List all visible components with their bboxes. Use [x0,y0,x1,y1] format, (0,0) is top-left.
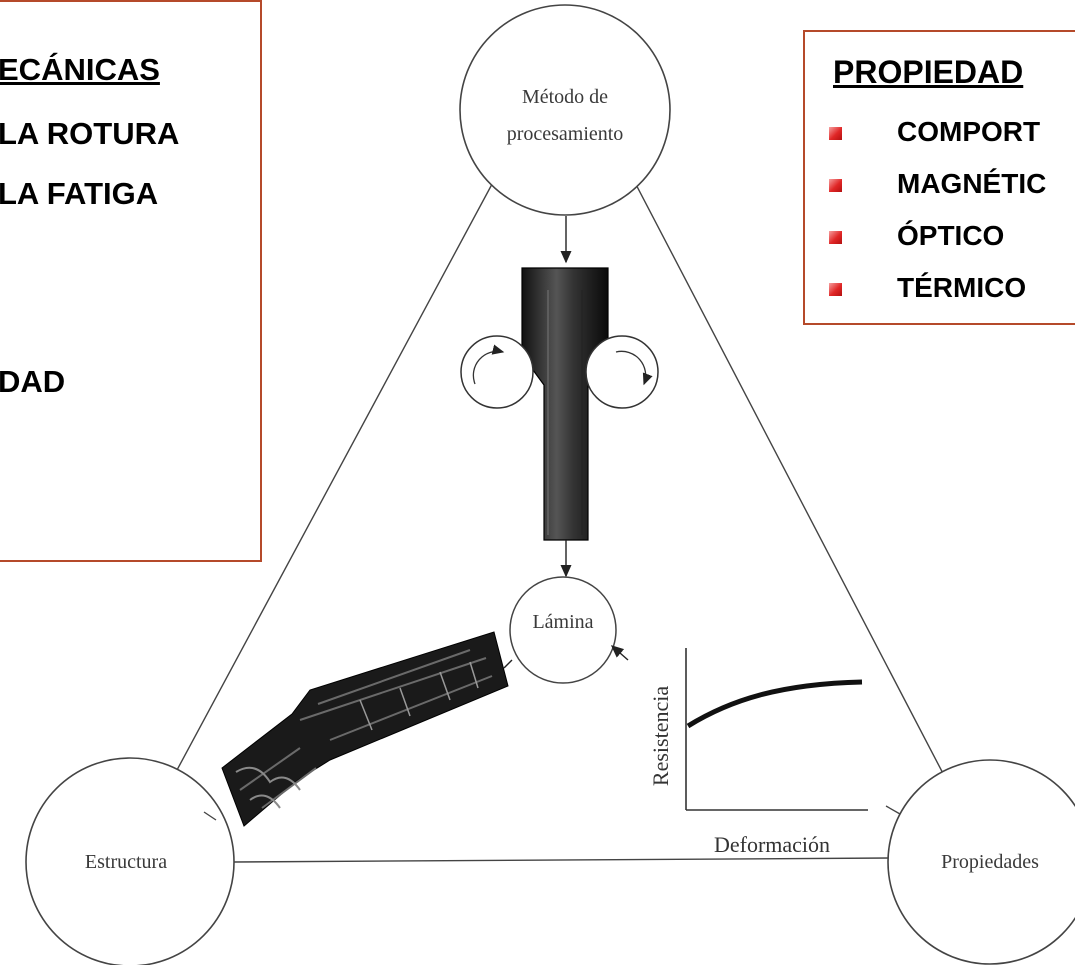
properties-tick [885,805,901,815]
properties-item-label: TÉRMICO [897,272,1027,303]
triangle-edge-left [169,172,499,784]
mechanical-item-dad: DAD [0,364,66,399]
square-bullet-icon [829,283,842,296]
sheet-label: Lámina [532,611,593,633]
mechanical-item-fatiga: LA FATIGA [0,176,159,211]
square-bullet-icon [829,179,842,192]
properties-item: COMPORT [829,116,1075,150]
structure-label: Estructura [85,851,167,873]
sheet-node: Lámina [509,576,617,684]
processing-method-line2: procesamiento [507,123,624,145]
mechanical-properties-panel: ECÁNICAS LA ROTURA LA FATIGA DAD [0,0,262,562]
properties-item: MAGNÉTIC [829,168,1075,202]
structure-tick [203,811,217,821]
stress-strain-graph: Resistencia Deformación [648,648,868,857]
mechanical-item-rotura: LA ROTURA [0,116,180,151]
graph-x-label: Deformación [714,832,830,857]
rolling-mill-illustration [460,267,659,541]
arrow-into-sheet [610,645,629,661]
square-bullet-icon [829,127,842,140]
properties-panel: PROPIEDAD COMPORT MAGNÉTIC ÓPTICO TÉRMIC… [803,30,1075,325]
properties-item-label: COMPORT [897,116,1041,147]
graph-curve [686,679,863,729]
properties-panel-title: PROPIEDAD [833,54,1024,90]
properties-node: Propiedades [887,759,1075,965]
mechanical-properties-title: ECÁNICAS [0,52,160,87]
properties-item: ÓPTICO [829,220,1075,254]
structure-node: Estructura [25,757,235,965]
processing-method-node: Método de procesamiento [459,4,671,216]
arrow-from-sheet [503,659,513,669]
grain-structure-illustration [221,631,509,827]
properties-item-label: MAGNÉTIC [897,168,1047,199]
processing-method-line1: Método de [522,86,608,108]
square-bullet-icon [829,231,842,244]
properties-label: Propiedades [941,851,1039,873]
triangle-edge-right [629,172,949,784]
properties-item: TÉRMICO [829,272,1075,306]
triangle-edge-bottom [233,857,891,863]
properties-item-label: ÓPTICO [897,220,1005,251]
graph-y-label: Resistencia [648,686,673,786]
